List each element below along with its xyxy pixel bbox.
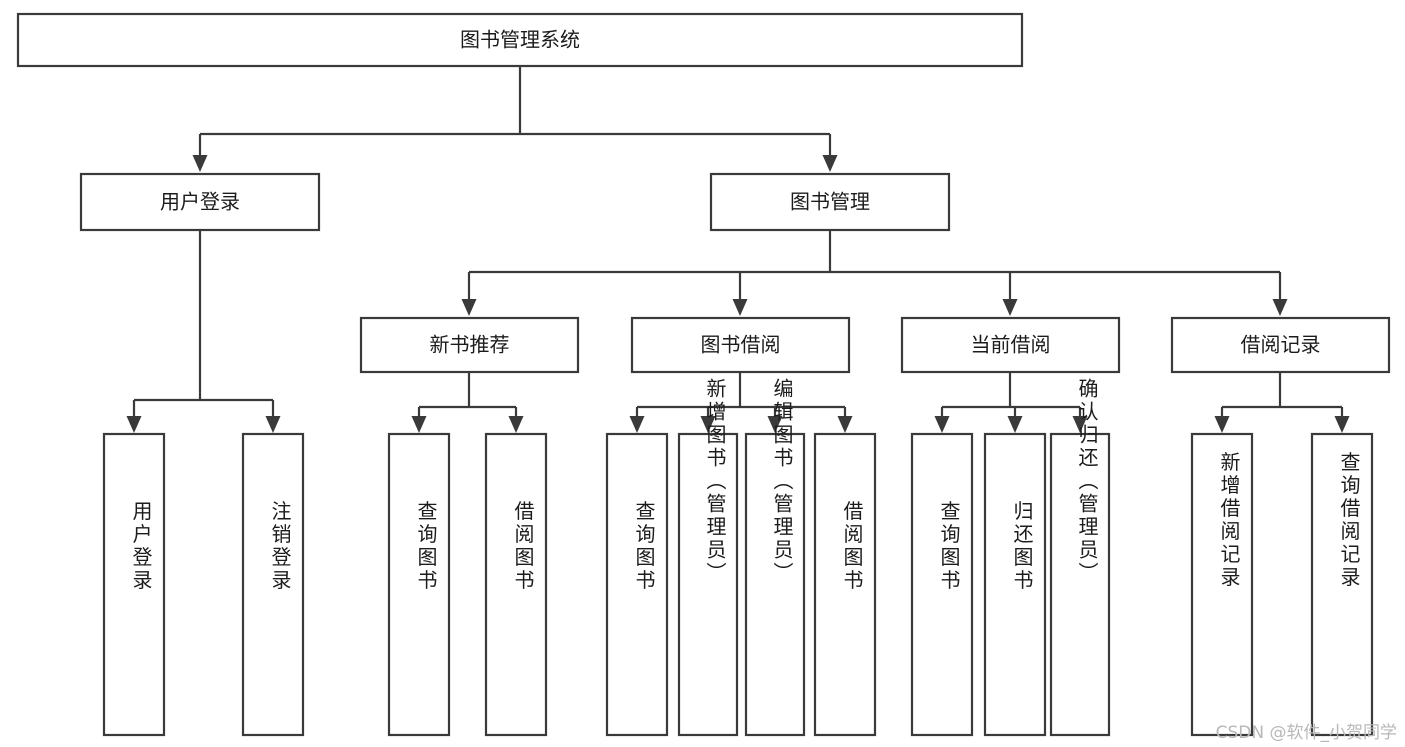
- node-boxes-group: 图书管理系统用户登录图书管理新书推荐图书借阅当前借阅借阅记录用户登录注销登录查询…: [16, 12, 1391, 737]
- node-label-leaf-confirm-return-admin: 确认归还（管理员）: [1075, 378, 1099, 585]
- node-label-user-login: 用户登录: [160, 190, 240, 214]
- node-label-leaf-query-book-recommend: 查询图书: [414, 500, 438, 592]
- arrow-head-icon: [126, 416, 142, 433]
- arrow-head-icon: [934, 416, 950, 433]
- node-borrow-record[interactable]: 借阅记录: [1170, 316, 1391, 374]
- node-box-current-borrow[interactable]: [900, 316, 1121, 374]
- node-label-book-management: 图书管理: [790, 190, 870, 214]
- node-box-leaf-edit-book-admin[interactable]: [744, 432, 806, 737]
- arrow-head-icon: [700, 416, 716, 433]
- node-box-leaf-borrow-book[interactable]: [813, 432, 877, 737]
- node-label-root: 图书管理系统: [460, 28, 580, 52]
- node-leaf-borrow-book-recommend[interactable]: 借阅图书: [484, 432, 548, 737]
- node-label-leaf-query-book-borrow: 查询图书: [632, 500, 656, 592]
- node-box-leaf-add-borrow-record[interactable]: [1190, 432, 1254, 737]
- node-leaf-add-book-admin[interactable]: 新增图书（管理员）: [677, 378, 739, 737]
- node-label-current-borrow: 当前借阅: [971, 333, 1051, 357]
- node-box-leaf-borrow-book-recommend[interactable]: [484, 432, 548, 737]
- node-box-leaf-return-book[interactable]: [983, 432, 1047, 737]
- node-book-management[interactable]: 图书管理: [709, 172, 951, 232]
- node-box-leaf-add-book-admin[interactable]: [677, 432, 739, 737]
- node-label-book-borrow: 图书借阅: [701, 333, 781, 357]
- arrow-head-icon: [837, 416, 853, 433]
- node-box-leaf-user-login[interactable]: [102, 432, 166, 737]
- node-label-new-book-recommend: 新书推荐: [430, 333, 510, 357]
- node-box-book-borrow[interactable]: [630, 316, 851, 374]
- node-label-leaf-return-book: 归还图书: [1010, 500, 1034, 592]
- arrow-head-icon: [508, 416, 524, 433]
- arrow-head-icon: [1334, 416, 1350, 433]
- node-leaf-user-login[interactable]: 用户登录: [102, 432, 166, 737]
- node-box-root[interactable]: [16, 12, 1024, 68]
- node-label-leaf-borrow-book: 借阅图书: [840, 500, 864, 592]
- node-box-leaf-query-book-current[interactable]: [910, 432, 974, 737]
- node-current-borrow[interactable]: 当前借阅: [900, 316, 1121, 374]
- arrow-head-icon: [411, 416, 427, 433]
- node-user-login[interactable]: 用户登录: [79, 172, 321, 232]
- csdn-watermark: CSDN @软件_小贺同学: [1215, 723, 1397, 743]
- arrow-head-icon: [767, 416, 783, 433]
- node-label-leaf-logout-login: 注销登录: [268, 500, 292, 592]
- node-leaf-query-borrow-record[interactable]: 查询借阅记录: [1310, 432, 1374, 737]
- arrow-head-icon: [1007, 416, 1023, 433]
- node-box-borrow-record[interactable]: [1170, 316, 1391, 374]
- arrow-head-icon: [1272, 299, 1288, 316]
- node-label-leaf-user-login: 用户登录: [129, 501, 153, 593]
- arrow-head-icon: [732, 299, 748, 316]
- node-label-leaf-query-borrow-record: 查询借阅记录: [1337, 451, 1361, 589]
- node-leaf-query-book-current[interactable]: 查询图书: [910, 432, 974, 737]
- arrow-head-icon: [822, 155, 838, 172]
- arrow-head-icon: [1002, 299, 1018, 316]
- node-box-leaf-query-book-borrow[interactable]: [605, 432, 669, 737]
- node-label-leaf-edit-book-admin: 编辑图书（管理员）: [770, 378, 794, 585]
- arrow-head-icon: [461, 299, 477, 316]
- arrow-head-icon: [192, 155, 208, 172]
- node-box-leaf-query-book-recommend[interactable]: [387, 432, 451, 737]
- node-leaf-add-borrow-record[interactable]: 新增借阅记录: [1190, 432, 1254, 737]
- node-leaf-query-book-recommend[interactable]: 查询图书: [387, 432, 451, 737]
- node-leaf-return-book[interactable]: 归还图书: [983, 432, 1047, 737]
- node-label-leaf-add-book-admin: 新增图书（管理员）: [703, 378, 727, 585]
- arrow-head-icon: [1072, 416, 1088, 433]
- arrow-head-icon: [1214, 416, 1230, 433]
- arrow-head-icon: [629, 416, 645, 433]
- node-leaf-edit-book-admin[interactable]: 编辑图书（管理员）: [744, 378, 806, 737]
- node-label-borrow-record: 借阅记录: [1241, 333, 1321, 357]
- node-leaf-query-book-borrow[interactable]: 查询图书: [605, 432, 669, 737]
- node-box-new-book-recommend[interactable]: [359, 316, 580, 374]
- node-new-book-recommend[interactable]: 新书推荐: [359, 316, 580, 374]
- node-label-leaf-query-book-current: 查询图书: [937, 500, 961, 592]
- node-leaf-confirm-return-admin[interactable]: 确认归还（管理员）: [1049, 378, 1111, 737]
- node-leaf-logout-login[interactable]: 注销登录: [241, 432, 305, 737]
- node-box-leaf-logout-login[interactable]: [241, 432, 305, 737]
- node-box-leaf-confirm-return-admin[interactable]: [1049, 432, 1111, 737]
- arrow-heads-group: [126, 155, 1350, 433]
- node-box-book-management[interactable]: [709, 172, 951, 232]
- node-label-leaf-add-borrow-record: 新增借阅记录: [1217, 451, 1241, 589]
- node-box-leaf-query-borrow-record[interactable]: [1310, 432, 1374, 737]
- arrow-head-icon: [265, 416, 281, 433]
- node-leaf-borrow-book[interactable]: 借阅图书: [813, 432, 877, 737]
- node-book-borrow[interactable]: 图书借阅: [630, 316, 851, 374]
- node-label-leaf-borrow-book-recommend: 借阅图书: [511, 500, 535, 592]
- node-root[interactable]: 图书管理系统: [16, 12, 1024, 68]
- node-box-user-login[interactable]: [79, 172, 321, 232]
